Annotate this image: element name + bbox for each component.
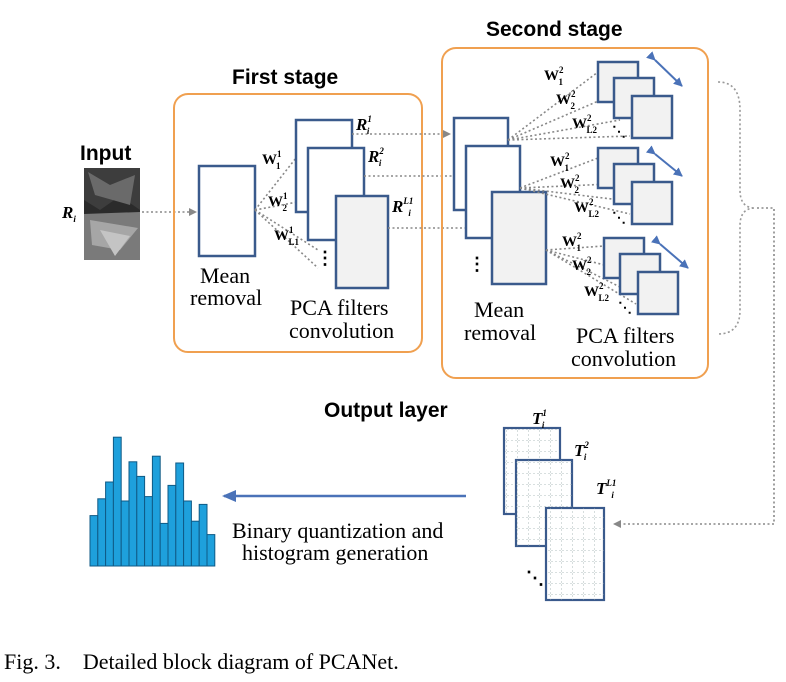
svg-text:⋱: ⋱ bbox=[612, 209, 626, 225]
figure-caption: Fig. 3. Detailed block diagram of PCANet. bbox=[4, 649, 399, 674]
svg-text:⋱: ⋱ bbox=[526, 568, 544, 588]
output-maps: ⋱ bbox=[502, 426, 606, 602]
second-pca-label-1: PCA filters bbox=[576, 323, 674, 348]
first-pca-label-1: PCA filters bbox=[290, 295, 388, 320]
first-mean-label-2: removal bbox=[190, 285, 262, 310]
histogram-bar bbox=[120, 500, 130, 567]
histogram-bar bbox=[206, 534, 216, 567]
input-symbol: Ri bbox=[61, 203, 76, 224]
histogram-bar bbox=[89, 515, 99, 567]
histogram-bar bbox=[105, 481, 114, 567]
second-mean-label-2: removal bbox=[464, 320, 536, 345]
first-filter-lines bbox=[254, 157, 319, 269]
histogram-bar bbox=[190, 520, 200, 567]
first-mean-label-1: Mean bbox=[200, 263, 250, 288]
output-layer-title: Output layer bbox=[324, 399, 448, 422]
second-stage-box bbox=[441, 47, 709, 379]
second-mean-label-1: Mean bbox=[474, 297, 524, 322]
second-filter-group-2: ⋱ bbox=[519, 145, 683, 226]
second-pca-label-2: convolution bbox=[571, 346, 676, 371]
svg-text:⋱: ⋱ bbox=[618, 299, 632, 315]
svg-text:⋱: ⋱ bbox=[612, 123, 626, 139]
histogram-bar bbox=[198, 503, 208, 567]
histogram-bar bbox=[97, 498, 107, 567]
histogram-bar bbox=[183, 500, 192, 567]
input-title: Input bbox=[80, 142, 131, 165]
histogram-bar bbox=[151, 455, 161, 567]
second-stage-title: Second stage bbox=[486, 18, 623, 41]
histogram-bar bbox=[128, 461, 138, 567]
histogram-bar bbox=[159, 522, 169, 567]
histogram bbox=[89, 436, 216, 567]
first-mean-removal-block bbox=[197, 164, 257, 258]
output-process-label-1: Binary quantization and bbox=[232, 518, 443, 543]
histogram-bar bbox=[144, 496, 153, 567]
second-ellipsis: ⋮ bbox=[468, 254, 486, 274]
second-mean-block-3 bbox=[490, 190, 548, 286]
caption-text: Detailed block diagram of PCANet. bbox=[83, 649, 399, 674]
second-stage-brace bbox=[717, 81, 756, 335]
first-stage-title: First stage bbox=[232, 66, 338, 89]
first-pca-block-3 bbox=[334, 194, 390, 290]
first-pca-label-2: convolution bbox=[289, 318, 394, 343]
histogram-bar bbox=[136, 475, 146, 567]
first-ellipsis: ⋮ bbox=[316, 248, 334, 268]
histogram-bar bbox=[167, 484, 177, 567]
first-stage-box bbox=[173, 93, 423, 353]
second-filter-group-3: ⋱ bbox=[545, 235, 689, 316]
histogram-bar bbox=[175, 462, 185, 567]
input-image bbox=[84, 168, 140, 260]
second-filter-group-1: ⋱ bbox=[507, 51, 683, 141]
histogram-bar bbox=[112, 436, 122, 567]
output-process-label-2: histogram generation bbox=[242, 540, 428, 565]
caption-fig-number: Fig. 3. bbox=[4, 649, 61, 674]
